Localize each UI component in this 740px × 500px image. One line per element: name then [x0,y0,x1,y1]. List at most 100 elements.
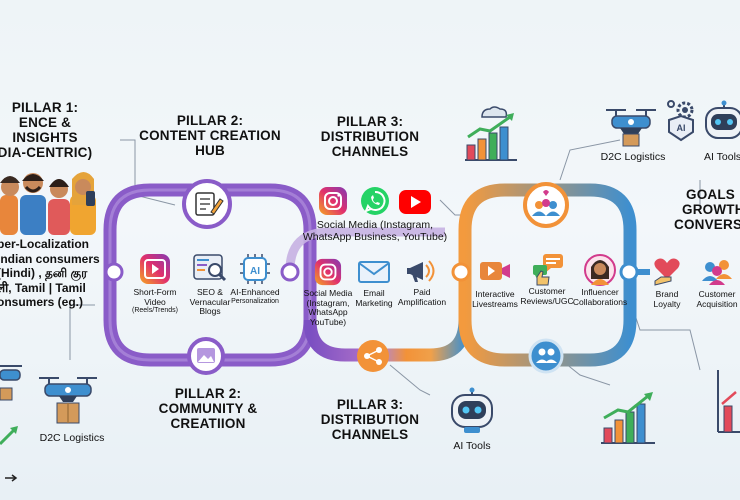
comm-item-livestreams: Interactive Livestreams [467,256,523,309]
growth-chart-bottom-icon [601,392,655,444]
ai-chip-icon: AI [240,254,270,284]
megaphone-icon [407,260,435,282]
pillar3-bottom-heading: PILLAR 3: DISTRIBUTION CHANNELS [310,397,430,442]
pillar3-bottom-line2: DISTRIBUTION [320,412,420,427]
content-item-1-l2: Video [144,296,166,307]
goal-item-customer-acquisition: Customer Acquisition [690,255,740,309]
pillar2-bottom-line3: CREATIION [170,416,246,431]
dist-item-1-l4: YouTube) [309,316,347,327]
social-media-top-label: Social Media (Instagram, WhatsApp Busine… [290,219,460,243]
pillar2-top-line3: HUB [195,143,225,158]
drone-bottom-left-icon [39,377,97,424]
goals-heading: GOALS GROWTH CONVERS [672,187,740,232]
pillar1-description: per-Localization Indian consumers (Hindi… [0,237,107,310]
pillar1-text1: per-Localization [0,237,90,251]
pillar1-line2: ENCE & INSIGHTS [12,115,78,145]
pillar1-title: PILLAR 1: [11,100,79,115]
top-logistics-label: D2C Logistics [600,151,666,163]
pillar2-bottom-line1: PILLAR 2: [174,386,242,401]
gear-ai-icon: AI [667,100,694,142]
livestream-camera-icon [480,262,510,280]
pillar1-text5: onsumers (eg.) [0,295,84,309]
goals-line1: GOALS [686,187,736,202]
pillar1-heading: PILLAR 1: ENCE & INSIGHTS DIA-CENTRIC) [0,100,100,160]
whatsapp-icon [361,187,389,215]
goal-item-1-l1: Brand [655,289,679,299]
social-top-line1: Social Media (Instagram, [316,219,434,231]
pillar3-top-line1: PILLAR 3: [336,114,404,129]
pillar3-top-line2: DISTRIBUTION [320,129,420,144]
influencer-avatar-icon [584,254,616,286]
content-item-3-l2: Personalization [231,297,279,305]
comm-item-2-l2: Reviews/UGC [520,295,574,306]
content-item-3-l1: AI-Enhanced [230,287,280,297]
comm-item-1-l2: Livestreams [472,298,518,309]
goal-item-1-l2: Loyalty [653,298,681,309]
image-icon [187,337,225,375]
pillar1-line3: DIA-CENTRIC) [0,145,93,160]
node-blue-right [619,262,639,282]
bar-chart-partial-icon [717,370,740,433]
drone-left-partial-icon [0,365,22,401]
consumers-group-icon [0,172,96,235]
content-item-2-l2: Vernacular [189,296,231,307]
pillar1-text2: Indian consumers [0,251,100,266]
robot-ai-icon-bottom [451,387,493,433]
share-icon [357,340,389,372]
comm-item-reviews: Customer Reviews/UGC [518,253,576,306]
robot-ai-icon-top [705,100,740,139]
dist-item-paid: Paid Amplification [393,256,451,307]
content-item-1-l3: (Reels/Trends) [131,307,179,314]
pillar2-bottom-line2: COMMUNITY & [158,401,258,416]
pillar3-bottom-line3: CHANNELS [331,427,409,442]
pillar1-text4: ली, Tamil | Tamil [0,280,86,295]
comm-item-3-l1: Influencer [581,287,619,297]
goal-item-brand-loyalty: Brand Loyalty [646,255,688,309]
pillar3-top-line3: CHANNELS [331,144,409,159]
content-item-1-l1: Short-Form [133,287,177,297]
comm-item-1-l1: Interactive [475,289,515,299]
pillar2-top-heading: PILLAR 2: CONTENT CREATION HUB [130,113,290,158]
video-play-icon [140,254,170,284]
dist-item-3-l2: Amplification [397,296,447,307]
instagram-small-icon [314,258,342,286]
node-purple-right [280,262,300,282]
pillar2-top-line2: CONTENT CREATION [139,128,281,143]
goal-item-2-l1: Customer [698,289,736,299]
social-icons-row [318,186,438,218]
pillar2-bottom-heading: PILLAR 2: COMMUNITY & CREATIION [148,386,268,431]
dist-item-1-l2: (Instagram, [306,297,350,308]
content-item-2-l1: SEO & [197,287,223,297]
community-people-icon [528,338,564,374]
top-ai-tools-label: AI Tools [704,151,740,163]
community-heart-icon [523,182,569,228]
youtube-icon [399,190,431,214]
bottom-logistics-label: D2C Logistics [39,432,105,444]
dist-item-2-l2: Marketing [355,297,393,308]
node-orange-left [451,262,471,282]
seo-search-icon [193,254,227,282]
node-purple-left [104,262,124,282]
bottom-ai-tools-label: AI Tools [453,440,491,452]
pillar1-text3: (Hindi) , தனி குர [0,266,88,280]
customer-group-icon [702,260,732,285]
dist-item-2-l1: Email [363,288,385,298]
pillar3-top-heading: PILLAR 3: DISTRIBUTION CHANNELS [310,114,430,159]
dist-item-1-l1: Social Media [303,288,353,298]
drone-delivery-icon [606,109,656,147]
goal-item-2-l2: Acquisition [696,298,738,309]
content-item-short-form-video: Short-Form Video (Reels/Trends) [124,253,186,315]
ai-chip-label: AI [250,266,260,277]
content-item-2-l3: Blogs [199,306,221,316]
ai-shield-label: AI [677,123,686,133]
dist-item-social-media: Social Media (Instagram, WhatsApp YouTub… [297,258,359,327]
goals-line3: CONVERS [674,217,740,232]
pillar2-top-line1: PILLAR 2: [176,113,244,128]
comm-item-influencer: Influencer Collaborations [568,253,632,307]
comm-item-3-l2: Collaborations [572,296,628,307]
dist-item-email: Email Marketing [350,258,398,308]
content-item-seo-blogs: SEO & Vernacular Blogs [181,253,239,317]
comm-item-2-l1: Customer [528,286,566,296]
document-edit-icon [182,179,232,229]
social-top-line2: WhatsApp Business, YouTube) [302,231,448,243]
